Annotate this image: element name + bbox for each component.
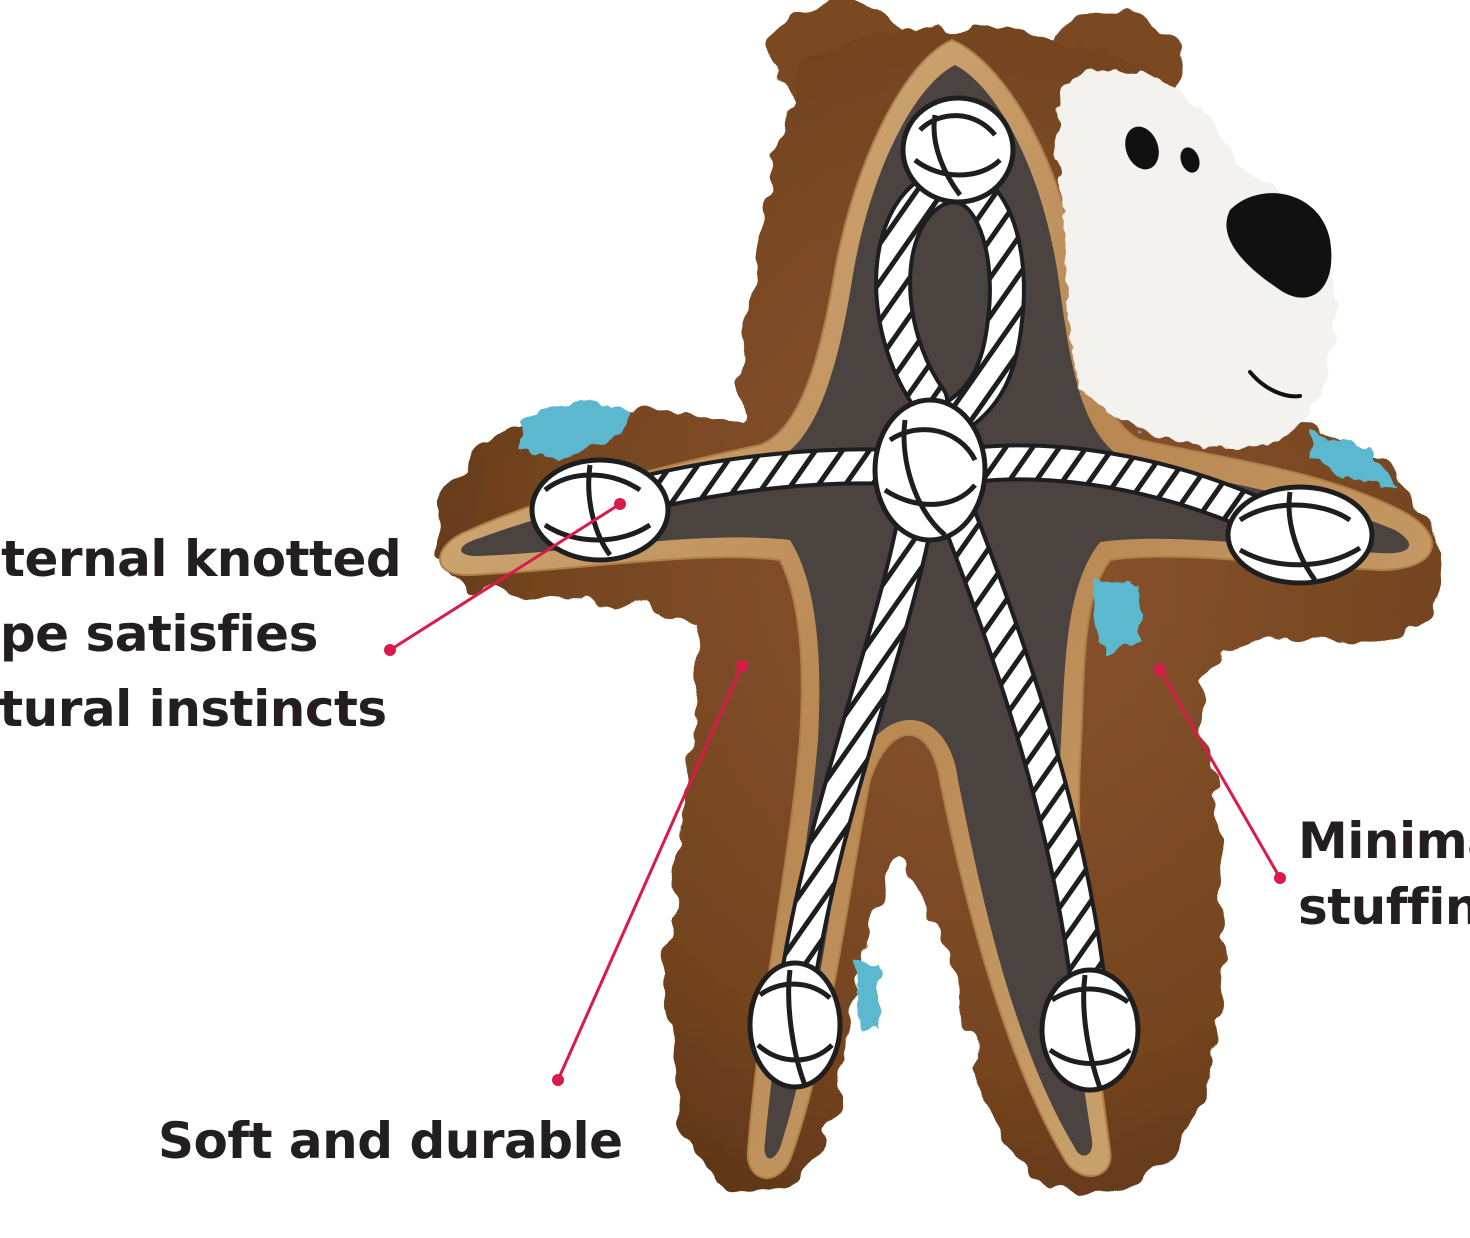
stuffing-bits: [520, 400, 1395, 1030]
rope-right-leg: [945, 505, 1105, 1015]
bear-face-fur: [1057, 70, 1336, 449]
callout-dot: [552, 1074, 564, 1086]
callout-dot: [1274, 872, 1286, 884]
callout-line-rope: [389, 502, 621, 652]
callout-rope-text: nternal knotted ope satisfies atural ins…: [0, 522, 402, 747]
callout-line-soft: [556, 665, 744, 1081]
inner-cavity: [461, 65, 1410, 1159]
callout-soft-text: Soft and durable: [158, 1108, 623, 1174]
rope-knot-left-hand: [529, 457, 671, 563]
bear-eye-icon: [1180, 147, 1200, 173]
rope-knot-right-foot: [1039, 967, 1141, 1093]
rope-knot-head: [900, 95, 1016, 205]
callout-lines: [384, 498, 1286, 1086]
callout-dot: [384, 644, 396, 656]
callout-line-stuffing: [1158, 669, 1282, 879]
bear-eye-icon: [1125, 126, 1159, 170]
rope-knot-left-foot: [747, 960, 843, 1090]
bear-face: [1057, 70, 1336, 449]
rope-knots: [529, 95, 1375, 1093]
callout-rope-line: atural instincts: [0, 680, 387, 738]
callout-stuffing-line: Minima: [1298, 812, 1470, 870]
callout-dot: [614, 498, 626, 510]
rope-knot-center: [872, 397, 988, 543]
bear-nose-icon: [1226, 193, 1332, 298]
callout-stuffing-line: stuffin: [1298, 878, 1470, 936]
callout-dot: [1154, 664, 1166, 676]
callout-dot: [736, 660, 748, 672]
rope-knot-right-hand: [1225, 484, 1375, 586]
rope-left-leg: [780, 505, 930, 1015]
callout-rope-line: nternal knotted: [0, 530, 402, 588]
callout-soft-line: Soft and durable: [158, 1112, 623, 1170]
callout-stuffing-text: Minima stuffin: [1298, 808, 1470, 940]
callout-rope-line: ope satisfies: [0, 605, 318, 663]
bear-mouth-icon: [1248, 370, 1302, 399]
